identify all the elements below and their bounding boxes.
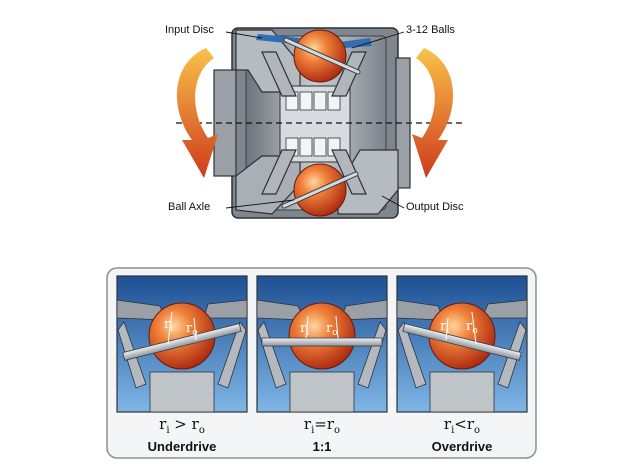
radius-label-out: ro — [326, 321, 338, 338]
radius-label-out: ro — [466, 319, 478, 336]
mode-label: Overdrive — [431, 439, 493, 454]
panel-one-to-one: ri ro — [256, 275, 388, 413]
ratio-equation: ri > ro — [159, 415, 205, 437]
mode-label: 1:1 — [312, 439, 332, 454]
panel-underdrive: ri ro — [116, 275, 248, 413]
input-disc-label: Input Disc — [165, 24, 214, 36]
ratio-equation: ri<ro — [443, 415, 481, 437]
left-rotation-arrow — [170, 48, 218, 178]
balls-label: 3-12 Balls — [406, 24, 455, 36]
radius-label-out: ro — [186, 321, 198, 338]
radius-label-in: ri — [440, 319, 449, 336]
ball-axle-label: Ball Axle — [168, 201, 211, 213]
radius-label-in: ri — [164, 317, 173, 334]
transmission-cross-section — [176, 27, 462, 219]
output-disc-label: Output Disc — [406, 201, 464, 213]
right-rotation-arrow — [412, 48, 454, 178]
caption-overdrive: ri<ro Overdrive — [402, 415, 522, 455]
mode-label: Underdrive — [147, 439, 217, 454]
radius-label-in: ri — [300, 321, 309, 338]
ratio-equation: ri=ro — [303, 415, 341, 437]
panel-overdrive: ri ro — [396, 275, 528, 413]
caption-underdrive: ri > ro Underdrive — [122, 415, 242, 455]
leader-lines — [225, 31, 405, 209]
caption-one-to-one: ri=ro 1:1 — [262, 415, 382, 455]
